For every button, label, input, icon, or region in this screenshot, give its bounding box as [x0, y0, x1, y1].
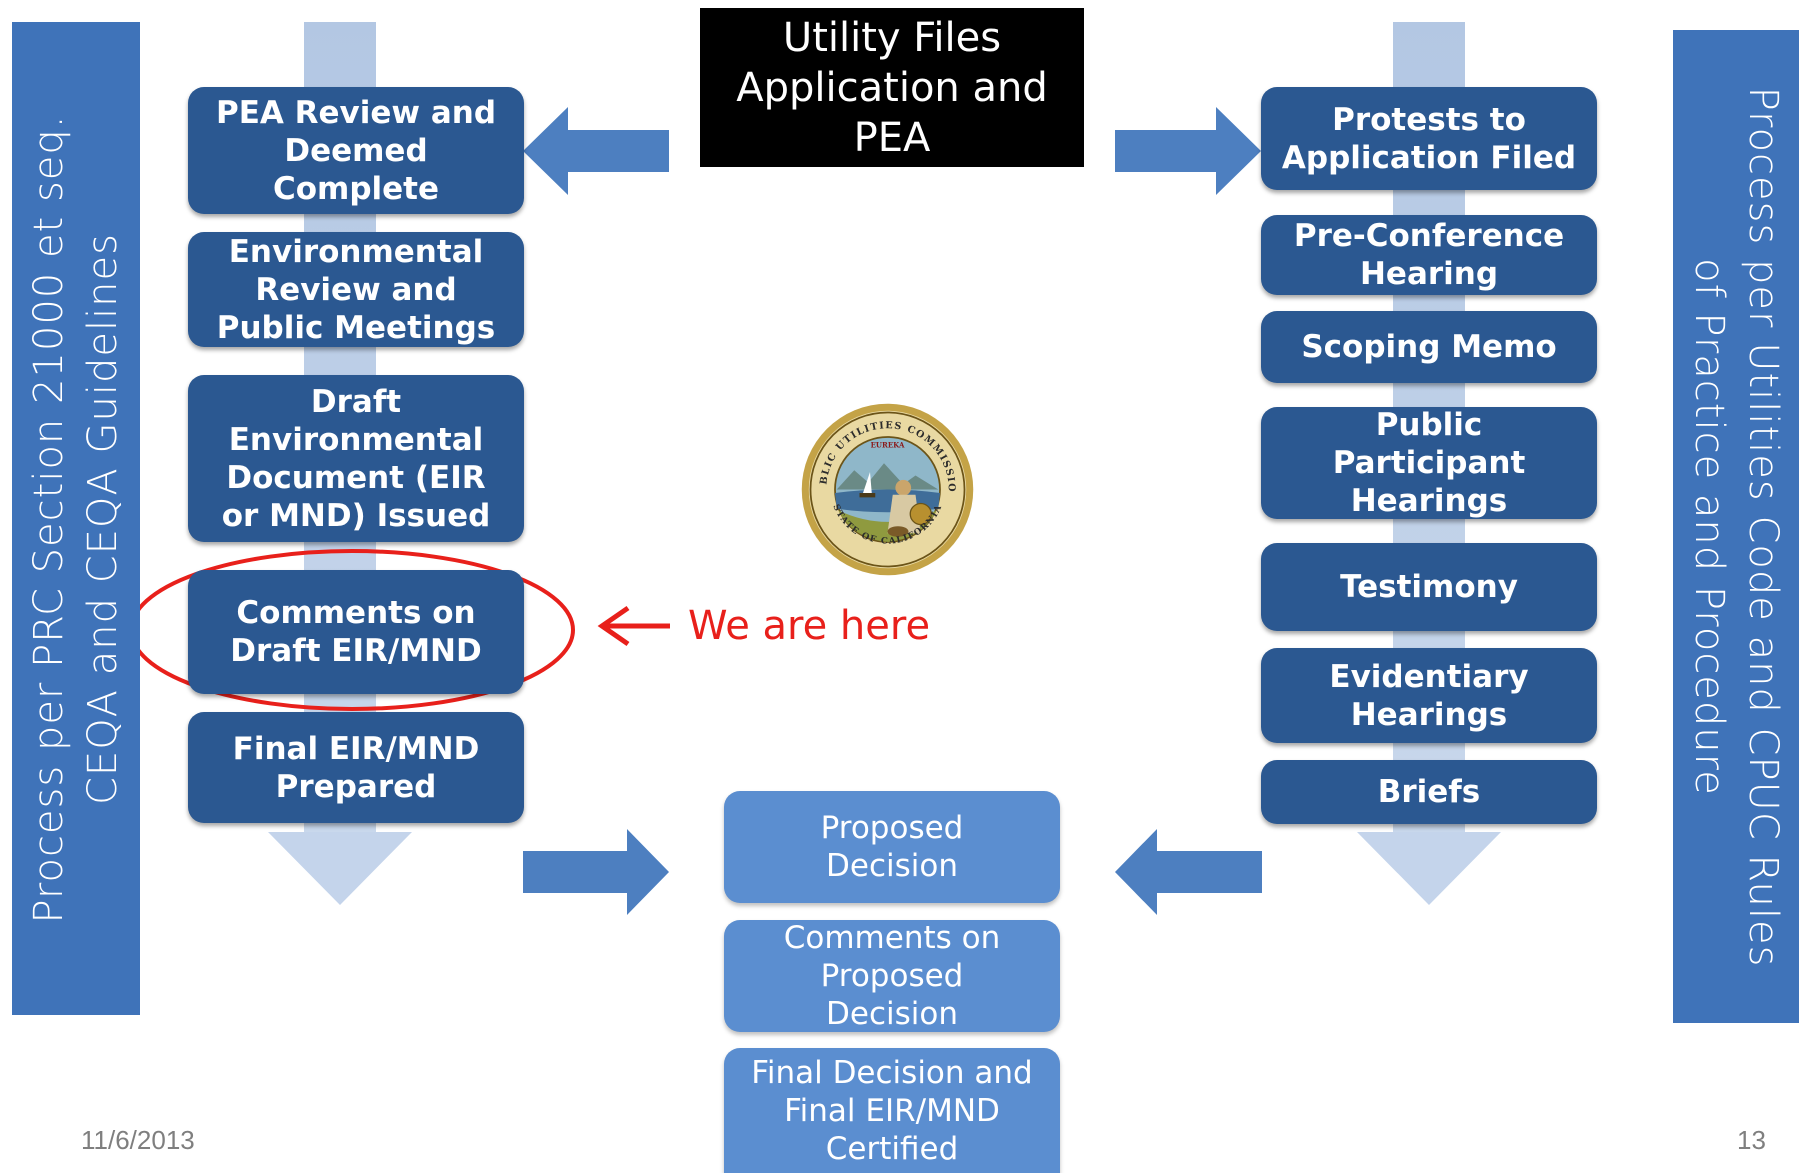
decision-step-proposed: Proposed Decision	[724, 791, 1060, 903]
seal-motto: EUREKA	[871, 441, 905, 450]
cpuc-seal-logo: PUBLIC UTILITIES COMMISSION STATE OF CAL…	[800, 402, 974, 576]
ceqa-label-line2: CEQA and CEQA Guidelines	[80, 232, 126, 805]
cpuc-step-briefs: Briefs	[1261, 760, 1597, 824]
cpuc-label-line1: Process per Utilities Code and CPUC Rule…	[1740, 86, 1786, 967]
we-are-here-label: We are here	[688, 603, 931, 649]
cpuc-step-testimony: Testimony	[1261, 543, 1597, 631]
cpuc-step-protests: Protests to Application Filed	[1261, 87, 1597, 190]
ceqa-step-pea-review: PEA Review and Deemed Complete	[188, 87, 524, 214]
decision-step-comments: Comments on Proposed Decision	[724, 920, 1060, 1032]
arrow-to-cpuc	[1115, 107, 1261, 195]
we-are-here-arrow	[597, 605, 670, 647]
title-line2: Application and	[736, 64, 1048, 111]
arrow-ceqa-to-decision	[523, 829, 669, 915]
cpuc-step-pre-conference: Pre-Conference Hearing	[1261, 215, 1597, 295]
footer-date: 11/6/2013	[81, 1125, 195, 1155]
cpuc-step-scoping-memo: Scoping Memo	[1261, 311, 1597, 383]
title-line1: Utility Files	[782, 14, 1002, 61]
ceqa-step-final-eir: Final EIR/MND Prepared	[188, 712, 524, 823]
ceqa-step-draft-document: Draft Environmental Document (EIR or MND…	[188, 375, 524, 542]
arrow-to-ceqa	[523, 107, 669, 195]
ceqa-label-line1: Process per PRC Section 21000 et seq.	[26, 113, 72, 924]
decision-step-final: Final Decision and Final EIR/MND Certifi…	[724, 1048, 1060, 1173]
slide-number: 13	[1737, 1125, 1766, 1155]
ceqa-step-comments-draft: Comments on Draft EIR/MND	[188, 570, 524, 694]
utility-files-application-box: Utility Files Application and PEA	[700, 8, 1084, 167]
cpuc-step-evidentiary-hearings: Evidentiary Hearings	[1261, 648, 1597, 743]
ceqa-process-side-label: Process per PRC Section 21000 et seq. CE…	[12, 22, 140, 1015]
title-line3: PEA	[853, 114, 931, 161]
cpuc-step-public-participant: Public Participant Hearings	[1261, 407, 1597, 519]
cpuc-process-side-label: Process per Utilities Code and CPUC Rule…	[1673, 30, 1799, 1023]
cpuc-label-line2: of Practice and Procedure	[1686, 257, 1732, 796]
arrow-cpuc-to-decision	[1115, 829, 1262, 915]
ceqa-step-environmental-review: Environmental Review and Public Meetings	[188, 232, 524, 347]
